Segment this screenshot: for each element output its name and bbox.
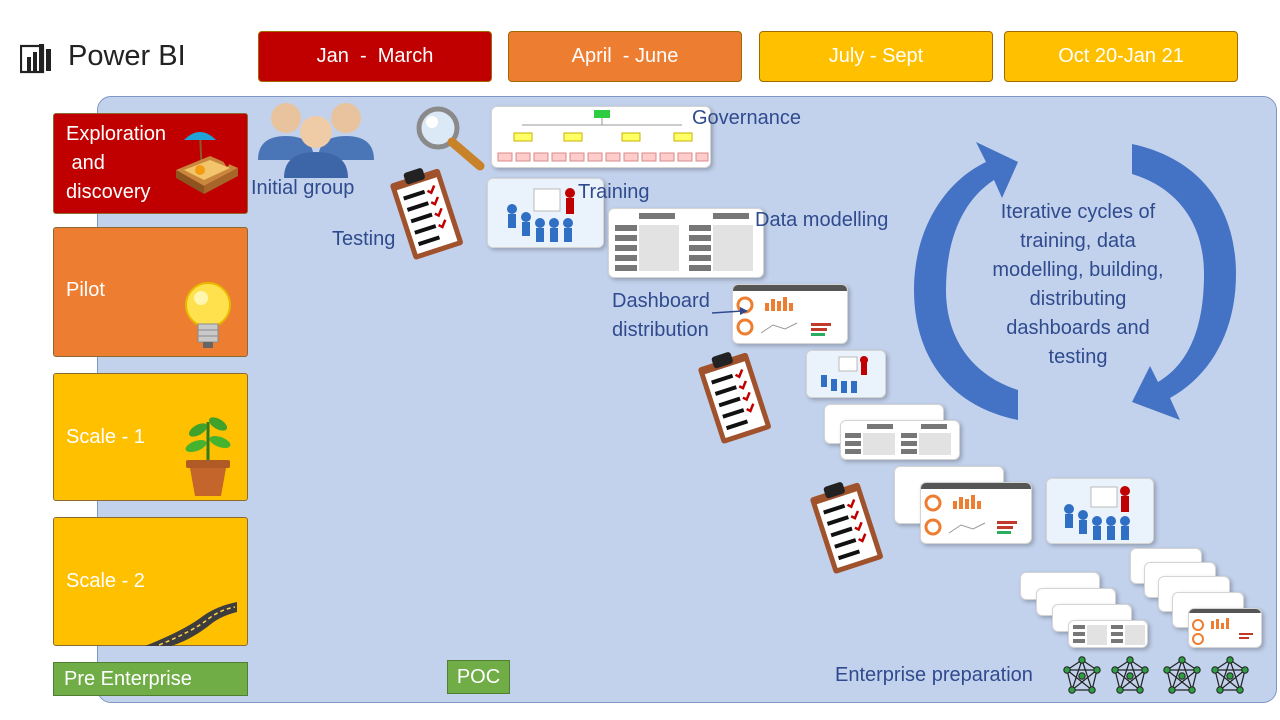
logo-text: Power BI	[68, 40, 186, 72]
dashboard-thumbnail	[920, 482, 1032, 544]
period-label: July - Sept	[828, 45, 924, 67]
network-icon	[1163, 656, 1201, 694]
network-icon	[1211, 656, 1249, 694]
period-label: Jan - March	[316, 45, 434, 67]
clipboard-checklist-icon	[810, 482, 883, 574]
governance-label: Governance	[692, 107, 801, 129]
dashboard-thumbnail	[732, 284, 848, 344]
cycle-line: training, data	[1020, 230, 1136, 252]
cycle-line: testing	[1048, 346, 1108, 368]
pointer-arrow	[712, 307, 748, 315]
stage-label: Scale - 2	[66, 570, 145, 592]
distribution-label: distribution	[612, 319, 709, 341]
period-july-sept: July - Sept	[759, 31, 993, 82]
cycle-line: modelling, building,	[992, 259, 1164, 281]
cycle-line: dashboards and	[1006, 317, 1150, 339]
data-model-thumbnail	[840, 420, 960, 460]
dashboard-label: Dashboard	[612, 290, 710, 312]
period-label: Oct 20-Jan 21	[1058, 45, 1184, 67]
cycle-line: distributing	[1029, 288, 1127, 310]
enterprise-preparation-label: Enterprise preparation	[835, 664, 1033, 686]
period-jan-march: Jan - March	[258, 31, 492, 82]
network-icon	[1111, 656, 1149, 694]
cycle-line: Iterative cycles of	[1000, 201, 1156, 223]
network-icon	[1063, 656, 1101, 694]
data-modelling-label: Data modelling	[755, 209, 889, 231]
clipboard-checklist-icon	[698, 352, 771, 444]
road-icon	[145, 602, 237, 646]
sandbox-icon	[176, 132, 238, 194]
dashboard-thumbnail	[1188, 608, 1262, 648]
stage-label: Scale - 1	[66, 425, 145, 448]
period-april-june: April - June	[508, 31, 742, 82]
stage-label: Exploration and discovery	[66, 123, 167, 203]
stage-label: Pilot	[66, 278, 105, 301]
training-thumbnail	[1046, 478, 1154, 544]
data-model-thumbnail	[608, 208, 764, 278]
stage-exploration: Exploration and discovery	[53, 113, 248, 214]
group-icon	[258, 103, 374, 178]
training-label: Training	[578, 181, 650, 203]
plant-icon	[185, 417, 231, 496]
initial-group-label: Initial group	[251, 177, 355, 199]
cycle-arrows-icon	[914, 142, 1236, 420]
power-bi-icon	[20, 44, 51, 74]
training-thumbnail	[487, 178, 604, 248]
period-label: April - June	[571, 45, 679, 67]
training-thumbnail	[806, 350, 886, 398]
clipboard-checklist-icon	[390, 168, 463, 260]
testing-label: Testing	[332, 228, 396, 250]
period-oct-jan: Oct 20-Jan 21	[1004, 31, 1238, 82]
pre-enterprise-label: Pre Enterprise	[53, 662, 248, 696]
org-chart-thumbnail	[491, 106, 711, 168]
data-model-thumbnail	[1068, 620, 1148, 648]
poc-label: POC	[447, 660, 510, 694]
cycle-description: Iterative cycles of training, data model…	[968, 198, 1188, 372]
magnifier-icon	[416, 106, 485, 171]
lightbulb-icon	[185, 282, 231, 348]
power-bi-logo: Power BI	[20, 38, 190, 78]
